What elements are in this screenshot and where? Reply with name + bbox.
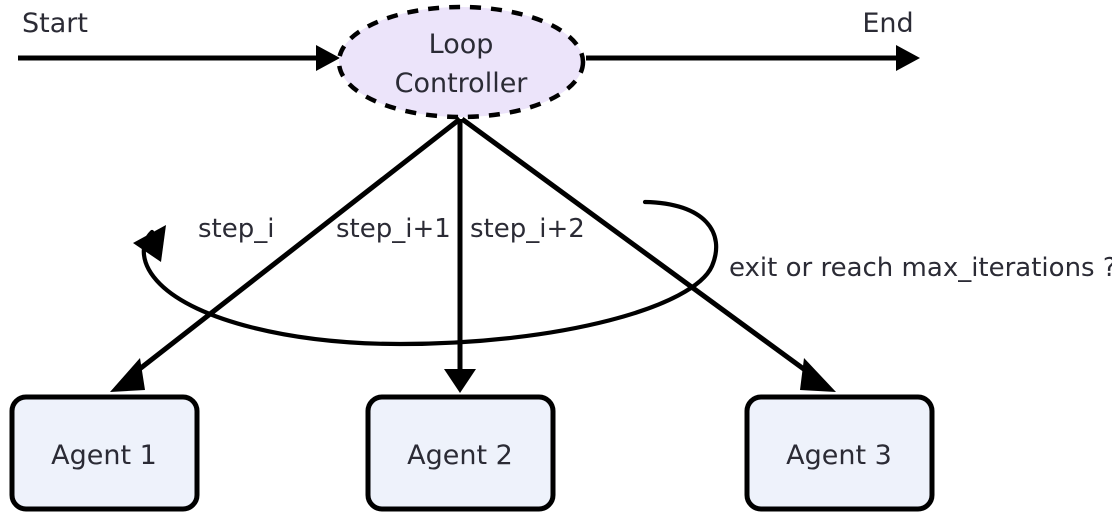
arrow-right-icon xyxy=(896,45,920,71)
edge-start-to-controller xyxy=(18,45,340,71)
step-i-arrow-line xyxy=(126,117,462,380)
edge-controller-to-agent-2 xyxy=(444,119,476,393)
loop-back-arrow-icon xyxy=(133,225,166,262)
edge-controller-to-end xyxy=(586,45,920,71)
edge-controller-to-agent-1 xyxy=(110,117,462,392)
edge-label-step-i-plus-2: step_i+2 xyxy=(470,214,585,244)
edge-label-step-i-plus-1: step_i+1 xyxy=(336,214,451,244)
agent-2-label: Agent 2 xyxy=(407,440,513,471)
agent-2-node[interactable] xyxy=(365,394,556,512)
agent-3-label: Agent 3 xyxy=(786,440,892,471)
agent-1-label: Agent 1 xyxy=(51,440,157,471)
loop-controller-label-line-2: Controller xyxy=(395,68,529,99)
edge-controller-to-agent-3 xyxy=(460,116,836,392)
edge-loop-back xyxy=(133,199,719,347)
loop-back-arrow-curve xyxy=(141,199,719,347)
start-label: Start xyxy=(22,8,88,39)
loop-controller-node[interactable] xyxy=(336,4,586,120)
arrow-down-icon xyxy=(800,358,836,392)
edge-label-step-i: step_i xyxy=(198,214,274,244)
loop-controller-label-line-1: Loop xyxy=(429,29,494,60)
agent-3-node[interactable] xyxy=(744,394,935,512)
end-label: End xyxy=(862,8,913,39)
arrow-down-icon xyxy=(444,369,476,393)
arrow-down-icon xyxy=(110,358,145,392)
arrow-right-icon xyxy=(316,45,340,71)
step-i-plus-2-arrow-line xyxy=(460,116,818,381)
edge-label-loop-condition: exit or reach max_iterations ? xyxy=(729,253,1112,283)
agent-1-node[interactable] xyxy=(9,394,200,512)
